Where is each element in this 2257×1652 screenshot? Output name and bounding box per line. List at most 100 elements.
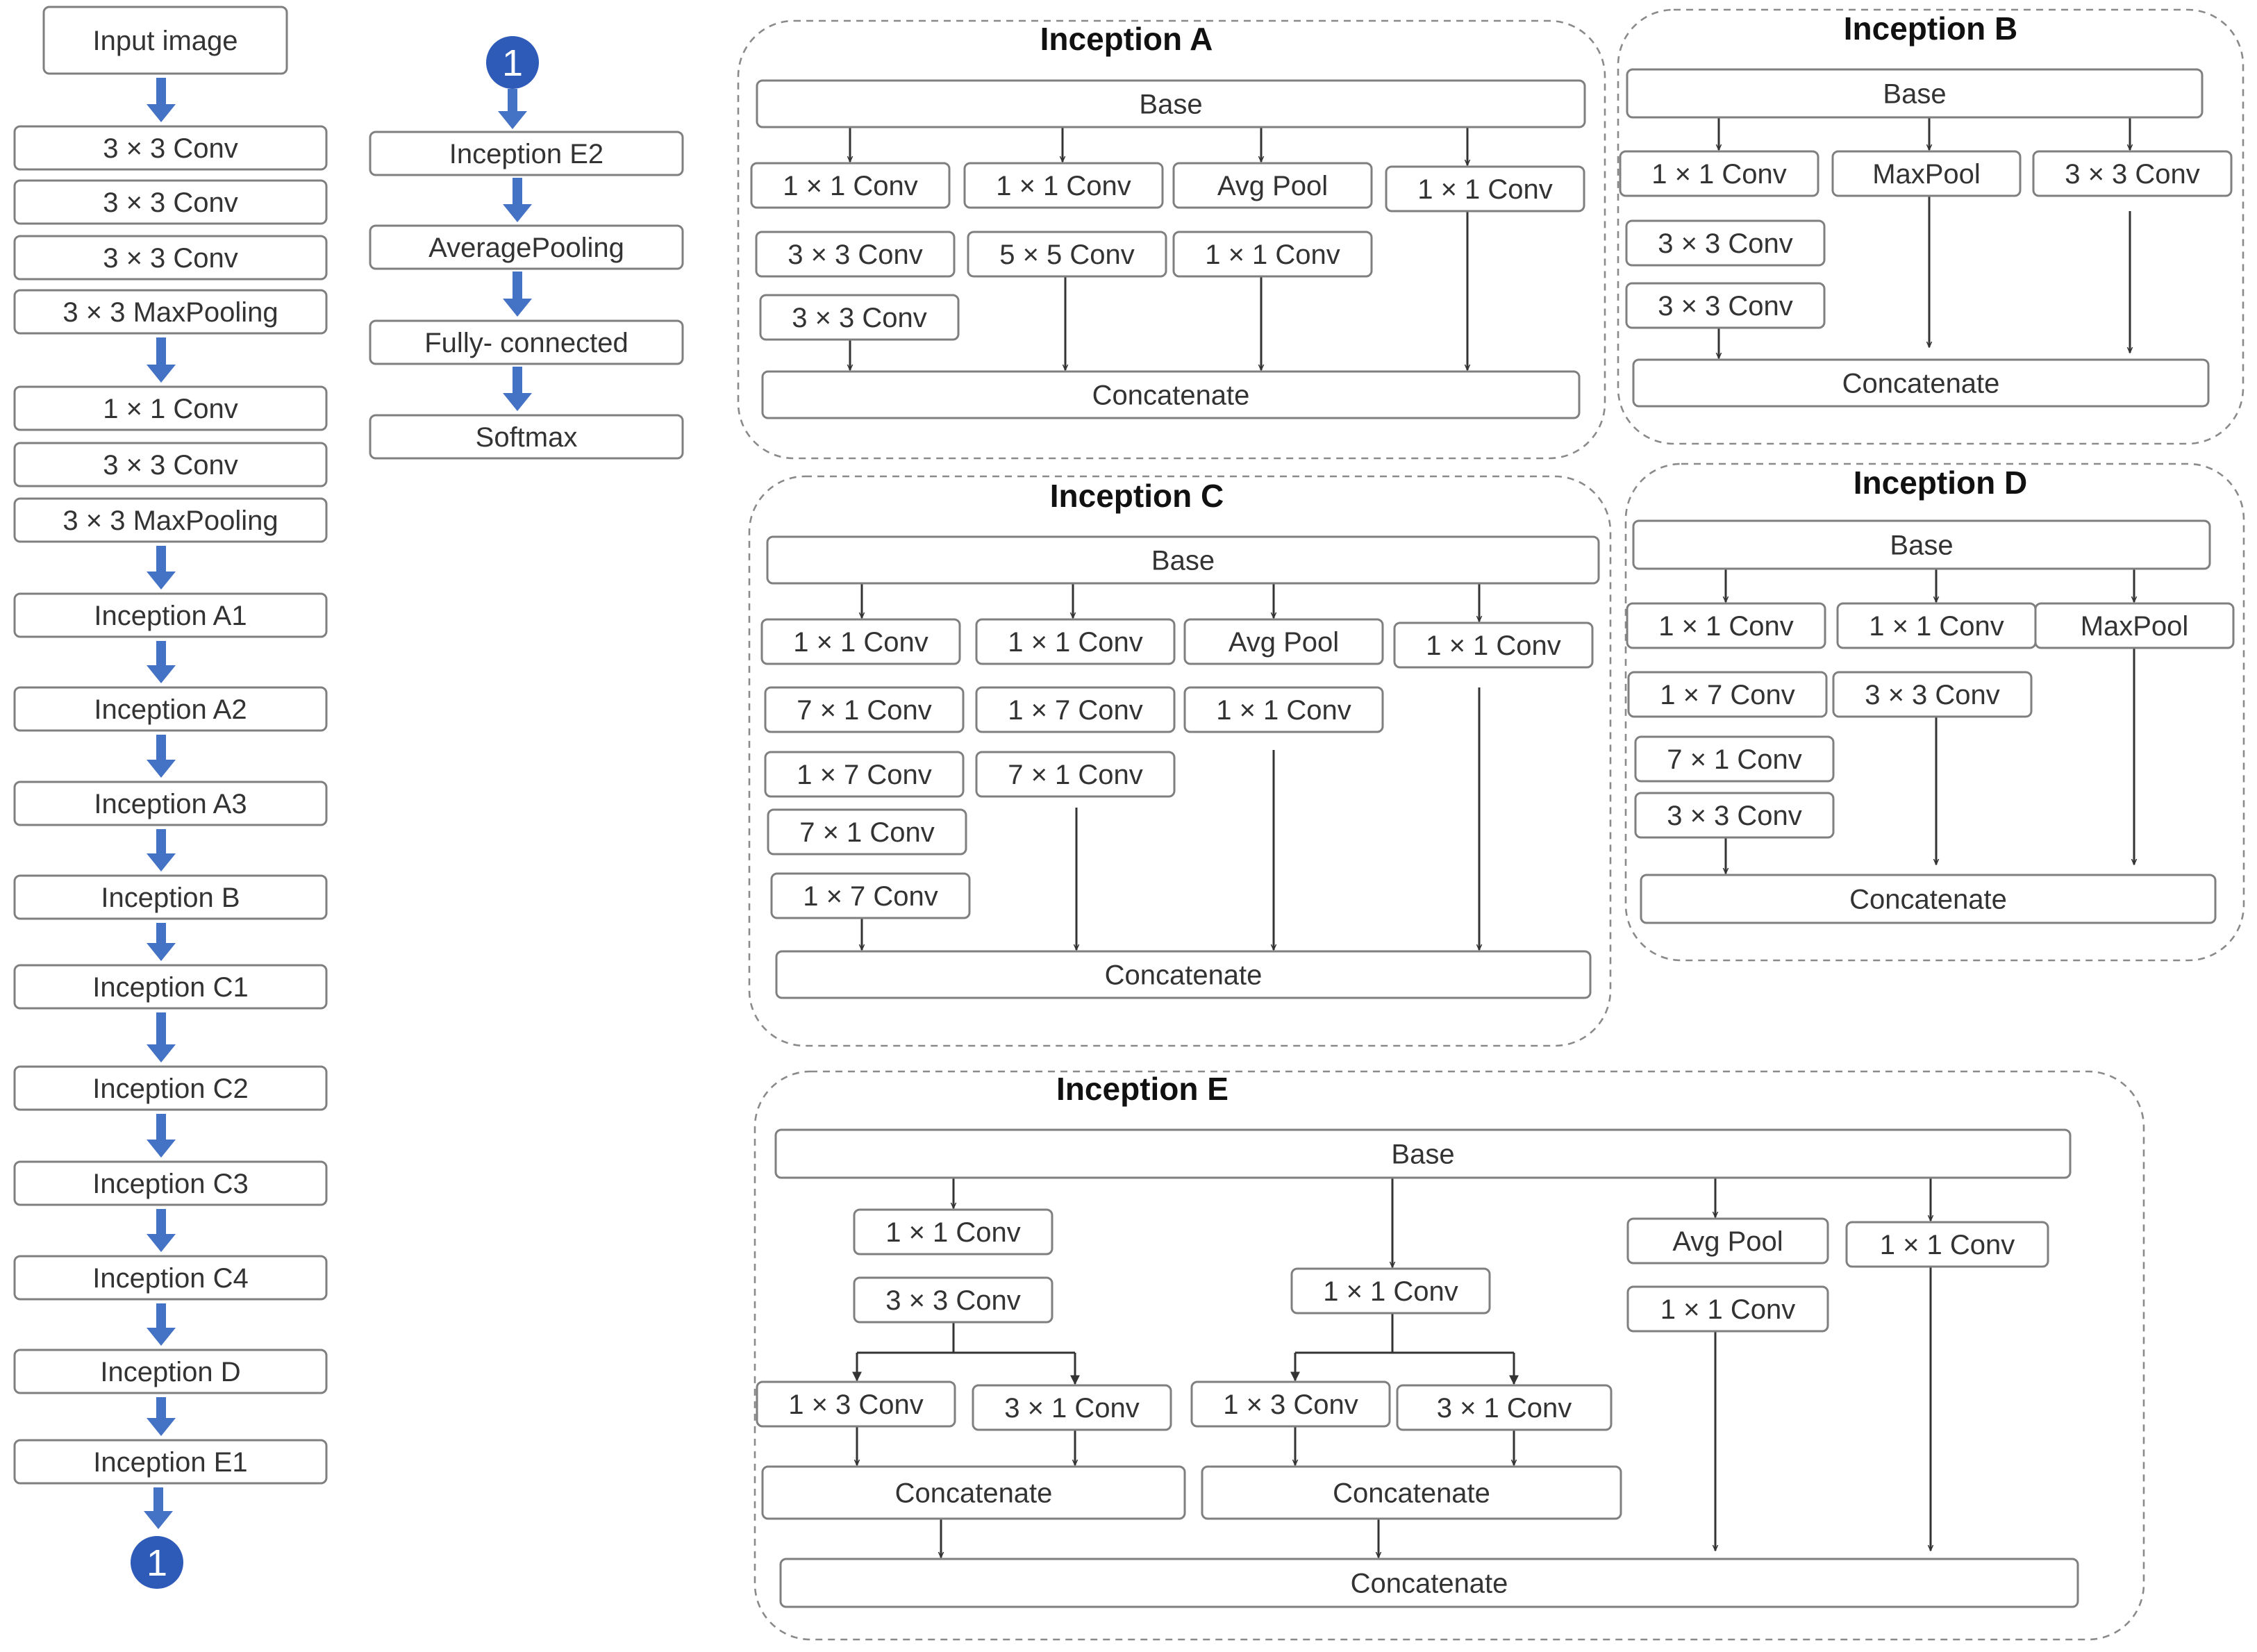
main-inception-e1-17-label: Inception E1 — [93, 1447, 247, 1478]
main-inception-a1-8-label: Inception A1 — [94, 601, 247, 631]
inception-a-branch2-1-box: 5 × 5 Conv — [967, 231, 1167, 278]
inception-b-branch1-2-label: 3 × 3 Conv — [1658, 291, 1793, 322]
inception-a-branch4-0-box: 1 × 1 Conv — [1385, 165, 1585, 212]
inception-e-branch2-concatenate-box: Concatenate — [1201, 1465, 1622, 1520]
tail-fully-connected-box: Fully- connected — [369, 319, 684, 365]
main-3-3-maxpooling-7-label: 3 × 3 MaxPooling — [63, 506, 278, 536]
inception-b-branch3-0-label: 3 × 3 Conv — [2065, 159, 2200, 190]
inception-d-base-box: Base — [1632, 519, 2211, 570]
inception-a-branch4-0-label: 1 × 1 Conv — [1417, 174, 1553, 205]
main-inception-a1-8-box: Inception A1 — [13, 592, 328, 638]
main-3-3-maxpooling-4-label: 3 × 3 MaxPooling — [63, 297, 278, 328]
inception-e-branch2-0-label: 1 × 1 Conv — [1323, 1276, 1458, 1307]
inception-a-branch2-1-label: 5 × 5 Conv — [999, 240, 1135, 270]
inception-e-title: Inception E — [1056, 1071, 1229, 1107]
blue-down-arrow-icon — [147, 1012, 176, 1062]
blue-down-arrow-icon — [147, 1114, 176, 1158]
inception-c-branch2-2-box: 7 × 1 Conv — [975, 751, 1176, 798]
main-3-3-conv-2-box: 3 × 3 Conv — [13, 179, 328, 225]
inception-e-concatenate-box: Concatenate — [779, 1558, 2079, 1608]
inception-b-branch1-1-label: 3 × 3 Conv — [1658, 228, 1793, 259]
inception-a-title: Inception A — [1040, 21, 1213, 57]
inception-a-branch3-0-box: Avg Pool — [1172, 162, 1373, 209]
main-3-3-maxpooling-7-box: 3 × 3 MaxPooling — [13, 497, 328, 543]
inception-c-branch1-3-box: 7 × 1 Conv — [767, 808, 967, 856]
main-1-1-conv-5-label: 1 × 1 Conv — [103, 394, 238, 424]
inception-c-concatenate-box: Concatenate — [775, 950, 1592, 999]
inception-e-branch3-1-label: 1 × 1 Conv — [1660, 1294, 1796, 1325]
main-inception-c3-14-box: Inception C3 — [13, 1160, 328, 1206]
inception-d-branch1-2-box: 7 × 1 Conv — [1634, 735, 1835, 783]
main-input-image-0-box: Input image — [42, 6, 288, 75]
blue-down-arrow-icon — [147, 546, 176, 590]
inception-c-branch3-0-label: Avg Pool — [1229, 627, 1339, 658]
inception-c-group — [748, 475, 1612, 1047]
inception-c-base-box: Base — [766, 535, 1600, 585]
inception-b-branch1-0-label: 1 × 1 Conv — [1651, 159, 1787, 190]
blue-down-arrow-icon — [503, 272, 532, 317]
inception-a-branch1-1-box: 3 × 3 Conv — [755, 231, 956, 278]
inception-a-branch3-1-label: 1 × 1 Conv — [1205, 240, 1340, 270]
blue-down-arrow-icon — [498, 89, 527, 129]
inception-e-branch2-split-1-label: 3 × 1 Conv — [1437, 1393, 1572, 1424]
inception-a-group — [737, 19, 1606, 460]
inception-a-branch1-0-box: 1 × 1 Conv — [750, 162, 951, 209]
inception-b-concatenate-box: Concatenate — [1632, 358, 2210, 408]
inception-e-branch1-split-0-label: 1 × 3 Conv — [788, 1390, 924, 1420]
inception-c-branch3-0-box: Avg Pool — [1183, 618, 1384, 665]
inception-c-base-label: Base — [1151, 546, 1215, 576]
inception-b-branch1-2-box: 3 × 3 Conv — [1625, 282, 1826, 329]
inception-c-branch2-2-label: 7 × 1 Conv — [1008, 760, 1143, 790]
inception-a-branch1-2-label: 3 × 3 Conv — [792, 303, 927, 333]
inception-a-branch1-1-label: 3 × 3 Conv — [788, 240, 923, 270]
inception-d-branch1-3-box: 3 × 3 Conv — [1634, 792, 1835, 839]
inception-e-branch1-0-label: 1 × 1 Conv — [885, 1217, 1021, 1248]
inception-d-branch2-0-box: 1 × 1 Conv — [1836, 602, 2037, 649]
blue-down-arrow-icon — [503, 178, 532, 222]
inception-e-branch1-split-0-box: 1 × 3 Conv — [756, 1380, 956, 1428]
inception-e-branch1-1-box: 3 × 3 Conv — [853, 1276, 1053, 1324]
inception-e-group — [753, 1070, 2145, 1641]
inception-b-concatenate-label: Concatenate — [1842, 369, 2000, 399]
inception-d-group — [1624, 462, 2245, 962]
main-3-3-conv-6-label: 3 × 3 Conv — [103, 450, 238, 481]
inception-c-branch1-1-box: 7 × 1 Conv — [764, 686, 965, 733]
main-3-3-conv-3-box: 3 × 3 Conv — [13, 235, 328, 281]
inception-e-branch1-concatenate-box: Concatenate — [761, 1465, 1186, 1520]
inception-c-branch4-0-label: 1 × 1 Conv — [1426, 631, 1561, 661]
inception-e-branch2-split-0-label: 1 × 3 Conv — [1223, 1390, 1358, 1420]
blue-down-arrow-icon — [147, 1397, 176, 1436]
inception-e-branch1-concatenate-label: Concatenate — [895, 1478, 1053, 1509]
blue-down-arrow-icon — [147, 641, 176, 683]
inception-b-branch2-0-label: MaxPool — [1872, 159, 1981, 190]
tail-softmax-label: Softmax — [476, 422, 578, 453]
main-1-1-conv-5-box: 1 × 1 Conv — [13, 385, 328, 431]
inception-c-branch1-1-label: 7 × 1 Conv — [797, 695, 932, 726]
inception-c-branch2-1-label: 1 × 7 Conv — [1008, 695, 1143, 726]
main-inception-b-11-box: Inception B — [13, 874, 328, 920]
main-inception-a3-10-label: Inception A3 — [94, 789, 247, 819]
inception-a-branch3-1-box: 1 × 1 Conv — [1172, 231, 1373, 278]
main-inception-c4-15-box: Inception C4 — [13, 1255, 328, 1301]
main-3-3-conv-1-label: 3 × 3 Conv — [103, 133, 238, 164]
inception-e-branch2-split-0-box: 1 × 3 Conv — [1190, 1380, 1391, 1428]
inception-d-branch1-1-label: 1 × 7 Conv — [1660, 680, 1795, 710]
inception-d-branch2-0-label: 1 × 1 Conv — [1869, 611, 2004, 642]
inception-a-branch3-0-label: Avg Pool — [1217, 171, 1328, 201]
inception-e-branch1-split-1-box: 3 × 1 Conv — [972, 1384, 1172, 1431]
inception-e-branch3-0-box: Avg Pool — [1626, 1217, 1829, 1265]
inception-e-branch2-split-1-box: 3 × 1 Conv — [1396, 1384, 1613, 1431]
inception-e-branch4-0-box: 1 × 1 Conv — [1845, 1221, 2049, 1268]
inception-a-base-label: Base — [1139, 90, 1202, 120]
inception-c-branch4-0-box: 1 × 1 Conv — [1393, 621, 1594, 669]
inception-d-branch1-0-box: 1 × 1 Conv — [1626, 602, 1826, 649]
inception-e-branch1-0-box: 1 × 1 Conv — [853, 1208, 1053, 1255]
main-inception-c3-14-label: Inception C3 — [92, 1169, 249, 1199]
inception-d-title: Inception D — [1854, 465, 2027, 501]
inception-e-branch2-0-box: 1 × 1 Conv — [1290, 1267, 1491, 1315]
inception-d-branch1-0-label: 1 × 1 Conv — [1658, 611, 1794, 642]
blue-down-arrow-icon — [147, 337, 176, 383]
inception-b-branch3-0-box: 3 × 3 Conv — [2032, 150, 2233, 197]
tail-fully-connected-label: Fully- connected — [424, 328, 628, 358]
inception-a-concatenate-box: Concatenate — [761, 370, 1581, 419]
